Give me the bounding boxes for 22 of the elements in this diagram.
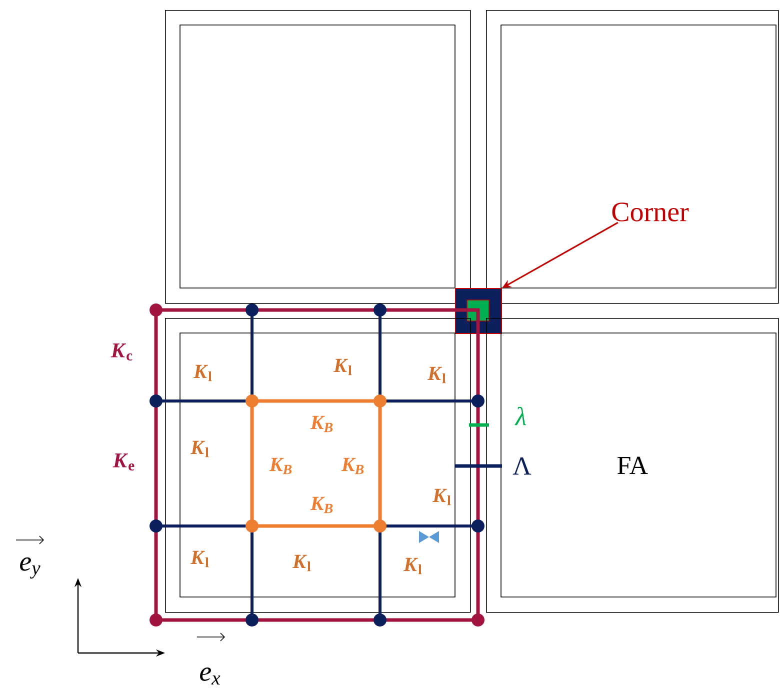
coefficient-label: K$_{l}$ bbox=[190, 440, 209, 458]
coefficient-label: K$_{l}$ bbox=[193, 364, 212, 382]
coefficient-label: K$_{B}$ bbox=[310, 496, 333, 514]
coefficient-label: K$_{l}$ bbox=[292, 554, 311, 572]
symbol-label: λ bbox=[514, 406, 526, 426]
corner-label: Corner bbox=[612, 202, 689, 222]
coefficient-label: K$_{B}$ bbox=[341, 458, 364, 474]
assembly-square bbox=[165, 318, 471, 613]
coefficient-label: K$_{l}$ bbox=[403, 558, 422, 574]
assembly-square bbox=[165, 10, 471, 304]
coefficient-label: K$_{e}$ bbox=[112, 454, 134, 470]
coefficient-label: K$_{l}$ bbox=[427, 366, 446, 384]
coefficient-label: K$_{B}$ bbox=[269, 458, 292, 474]
symbol-label: Λ bbox=[512, 457, 532, 475]
coefficient-label: K$_{l}$ bbox=[333, 358, 352, 376]
axis-label: e$_{x}$ bbox=[200, 668, 220, 684]
axis-label: e$_{y}$ bbox=[20, 557, 40, 579]
coefficient-label: K$_{c}$ bbox=[110, 344, 132, 360]
coefficient-label: K$_{l}$ bbox=[432, 488, 451, 506]
coefficient-label: K$_{l}$ bbox=[190, 550, 209, 568]
coefficient-label: K$_{B}$ bbox=[310, 416, 333, 432]
assembly-square bbox=[486, 10, 779, 304]
